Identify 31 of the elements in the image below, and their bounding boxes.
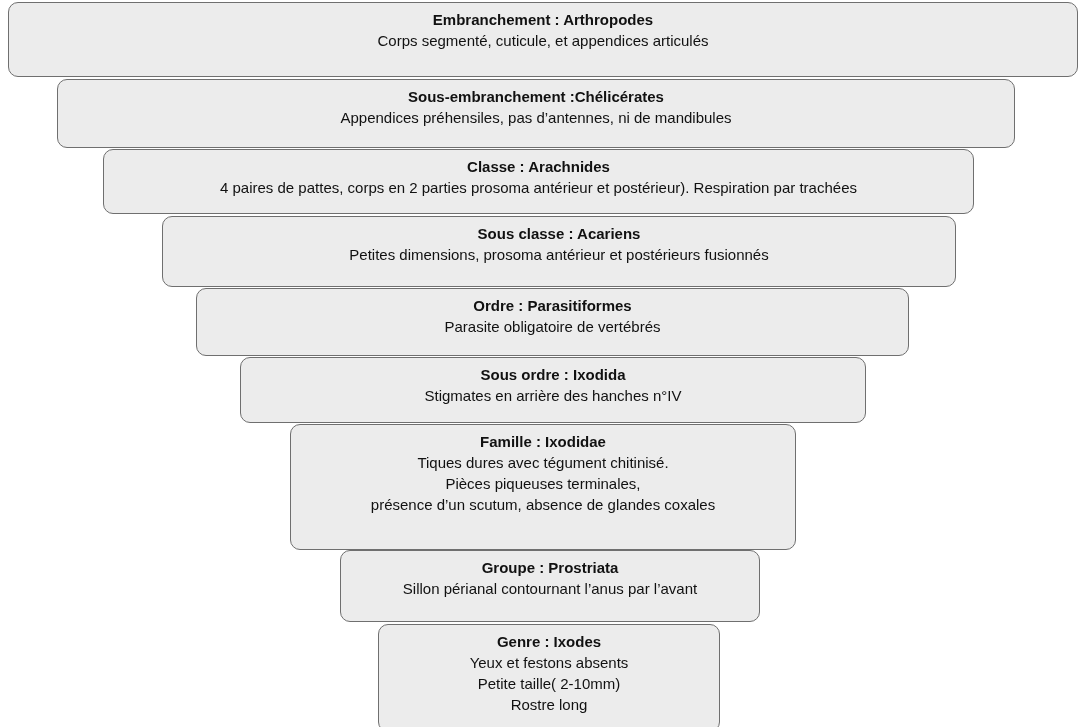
rank-title: Ordre : Parasitiformes	[473, 296, 632, 316]
description-text: Parasite obligatoire de vertébrés	[444, 317, 661, 337]
taxon-box	[378, 624, 720, 727]
taxon-box	[162, 216, 956, 287]
description-text: Pièces piqueuses terminales,	[445, 474, 641, 494]
rank-title: Groupe : Prostriata	[481, 558, 619, 578]
taxon-box	[340, 550, 760, 622]
rank-title: Genre : Ixodes	[496, 632, 602, 652]
taxon-box	[57, 79, 1015, 148]
taxon-box	[8, 2, 1078, 77]
rank-title: Embranchement : Arthropodes	[432, 10, 654, 30]
rank-title: Sous classe : Acariens	[477, 224, 641, 244]
description-text: Appendices préhensiles, pas d’antennes, ni de mandibules	[340, 108, 732, 128]
description-text: Petite taille( 2-10mm)	[477, 674, 621, 694]
taxon-box	[240, 357, 866, 423]
description-text: Rostre long	[510, 695, 588, 715]
description-text: présence d’un scutum, absence de glandes coxales	[370, 495, 716, 515]
rank-title: Sous ordre : Ixodida	[480, 365, 626, 385]
description-text: Corps segmenté, cuticule, et appendices articulés	[377, 31, 709, 51]
description-text: Yeux et festons absents	[469, 653, 629, 673]
description-text: 4 paires de pattes, corps en 2 parties prosoma antérieur et postérieur). Respiration par trachées	[220, 178, 857, 198]
description-text: Sillon périanal contournant l’anus par l’avant	[402, 579, 698, 599]
taxon-box	[290, 424, 796, 550]
taxon-box	[103, 149, 974, 214]
taxon-box	[196, 288, 909, 356]
description-text: Tiques dures avec tégument chitinisé.	[417, 453, 669, 473]
rank-title: Sous-embranchement :Chélicérates	[408, 87, 664, 107]
description-text: Stigmates en arrière des hanches n°IV	[424, 386, 682, 406]
rank-title: Famille : Ixodidae	[480, 432, 606, 452]
description-text: Petites dimensions, prosoma antérieur et postérieurs fusionnés	[349, 245, 769, 265]
rank-title: Classe : Arachnides	[467, 157, 610, 177]
